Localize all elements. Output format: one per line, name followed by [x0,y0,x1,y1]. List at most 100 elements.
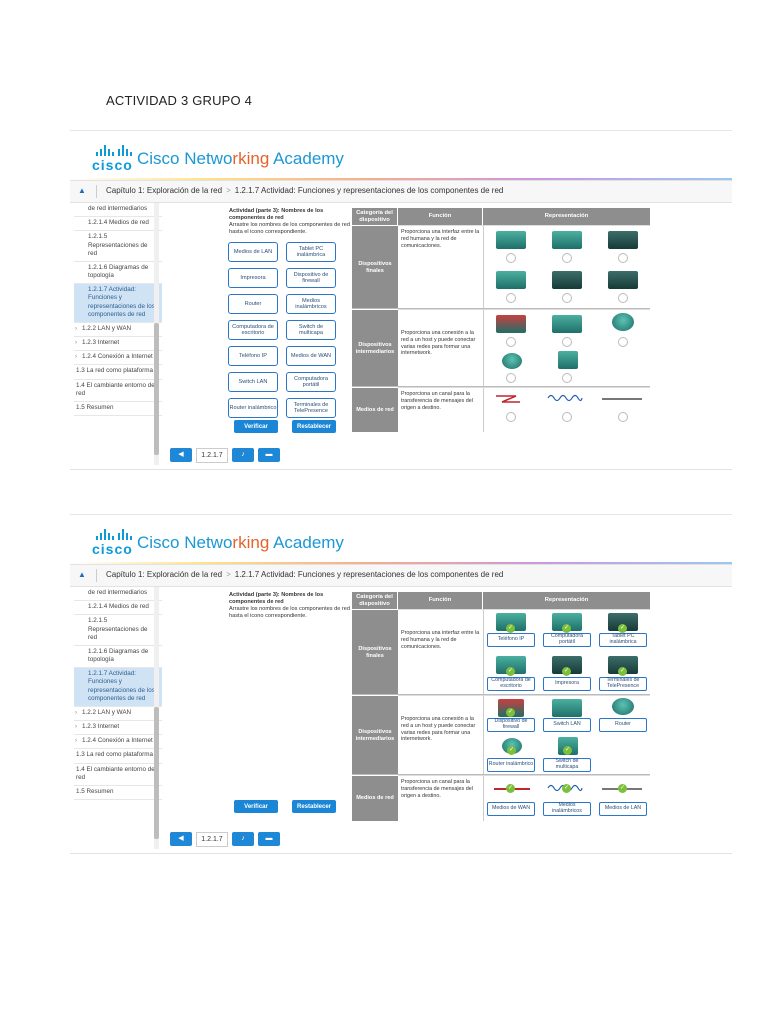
check-icon: ✓ [563,746,572,755]
draggable-label[interactable]: Router inalámbrico [228,398,278,418]
placed-label[interactable]: Computadora de escritorio [487,677,535,691]
placed-label[interactable]: Router inalámbrico [487,758,535,772]
divider [70,514,732,515]
header-function: Función [398,592,483,609]
sidebar-item-selected[interactable]: 1.2.1.7 Actividad: Funciones y represent… [74,284,162,323]
sidebar-scrollbar[interactable] [154,587,159,849]
sidebar-item[interactable]: 1.2.1.6 Diagramas de topología [74,646,162,669]
sidebar-item[interactable]: 1.2.1.4 Medios de red [74,601,162,616]
previous-page-button[interactable]: ◀ [170,832,192,846]
placed-label[interactable]: Teléfono IP [487,633,535,647]
sidebar-item[interactable]: de red intermediarios [74,203,162,218]
sidebar-item[interactable]: 1.2.1.4 Medios de red [74,217,162,232]
home-icon[interactable]: ▲ [78,186,86,195]
drop-target[interactable] [618,412,628,422]
telepresence-icon [608,271,638,289]
check-icon: ✓ [506,708,515,717]
sidebar-item[interactable]: 1.2.1.5 Representaciones de red [74,615,162,646]
placed-label[interactable]: Switch LAN [543,718,591,732]
drop-target[interactable] [506,337,516,347]
reset-button[interactable]: Restablecer [292,420,336,433]
sidebar-item[interactable]: 1.5 Resumen [74,402,162,417]
sidebar-item[interactable]: 1.3 La red como plataforma [74,749,162,764]
drop-target[interactable] [618,293,628,303]
sidebar-item[interactable]: 1.2.1.5 Representaciones de red [74,231,162,262]
sidebar-item[interactable]: ›1.2.4 Conexión a Internet [74,351,162,366]
sidebar-item-selected[interactable]: 1.2.1.7 Actividad: Funciones y represent… [74,668,162,707]
placed-label[interactable]: Tablet PC inalámbrica [599,633,647,647]
sidebar-item[interactable]: 1.4 El cambiante entorno de red [74,380,162,402]
placed-label[interactable]: Medios de WAN [487,802,535,816]
breadcrumb-chapter[interactable]: Capítulo 1: Exploración de la red [106,570,223,579]
placed-label[interactable]: Router [599,718,647,732]
breadcrumb-chapter[interactable]: Capítulo 1: Exploración de la red [106,186,223,195]
draggable-label[interactable]: Dispositivo de firewall [286,268,336,288]
sidebar-item[interactable]: ›1.2.2 LAN y WAN [74,707,162,722]
placed-label[interactable]: Medios de LAN [599,802,647,816]
sidebar-item[interactable]: de red intermediarios [74,587,162,602]
header-function: Función [398,208,483,225]
sidebar-item[interactable]: 1.3 La red como plataforma [74,365,162,380]
draggable-label[interactable]: Medios de LAN [228,242,278,262]
audio-button[interactable]: ♪ [232,448,254,462]
drop-target[interactable] [562,373,572,383]
draggable-label[interactable]: Router [228,294,278,314]
desktop-icon [496,271,526,289]
audio-button[interactable]: ♪ [232,832,254,846]
document-title: ACTIVIDAD 3 GRUPO 4 [106,93,253,108]
category-intermediary: Dispositivos intermediarios [352,309,398,387]
wan-media-icon [496,395,520,403]
drop-target[interactable] [618,253,628,263]
drop-target[interactable] [506,293,516,303]
drop-target[interactable] [506,373,516,383]
sidebar-item[interactable]: ›1.2.2 LAN y WAN [74,323,162,338]
media-button[interactable]: ▬ [258,448,280,462]
verify-button[interactable]: Verificar [234,800,278,813]
placed-label[interactable]: Switch de multicapa [543,758,591,772]
representation-media: ✓ ✓ ✓ Medios de WAN Medios inalámbricos … [483,775,650,821]
drop-target[interactable] [562,412,572,422]
draggable-label[interactable]: Tablet PC inalámbrica [286,242,336,262]
component-table: Categoría del dispositivo Función Repres… [352,592,650,821]
multilayer-switch-icon [558,351,578,369]
drop-target[interactable] [562,337,572,347]
previous-page-button[interactable]: ◀ [170,448,192,462]
home-icon[interactable]: ▲ [78,570,86,579]
verify-button[interactable]: Verificar [234,420,278,433]
chevron-right-icon: › [75,324,78,332]
draggable-label[interactable]: Terminales de TelePresence [286,398,336,418]
sidebar-item[interactable]: ›1.2.3 Internet [74,721,162,736]
router-icon [612,698,634,715]
drop-target[interactable] [618,337,628,347]
draggable-label[interactable]: Switch de multicapa [286,320,336,340]
sidebar-item[interactable]: 1.4 El cambiante entorno de red [74,764,162,786]
cisco-logo: cisco [92,528,152,557]
drop-target[interactable] [562,293,572,303]
drop-target[interactable] [562,253,572,263]
sidebar-scrollbar[interactable] [154,203,159,465]
draggable-label[interactable]: Computadora de escritorio [228,320,278,340]
drop-target[interactable] [506,253,516,263]
draggable-label[interactable]: Impresora [228,268,278,288]
sidebar-item[interactable]: ›1.2.4 Conexión a Internet [74,735,162,750]
placed-label[interactable]: Impresora [543,677,591,691]
placed-label[interactable]: Dispositivo de firewall [487,718,535,732]
placed-label[interactable]: Medios inalámbricos [543,802,591,816]
sidebar-item[interactable]: 1.5 Resumen [74,786,162,801]
draggable-label[interactable]: Computadora portátil [286,372,336,392]
drop-target[interactable] [506,412,516,422]
media-button[interactable]: ▬ [258,832,280,846]
placed-label[interactable]: Terminales de TelePresence [599,677,647,691]
draggable-label[interactable]: Medios de WAN [286,346,336,366]
reset-button[interactable]: Restablecer [292,800,336,813]
brand-stripe [70,562,732,564]
placed-label[interactable]: Computadora portátil [543,633,591,647]
router-icon [612,313,634,331]
sidebar-item[interactable]: 1.2.1.6 Diagramas de topología [74,262,162,285]
switch-icon [552,315,582,333]
draggable-label[interactable]: Switch LAN [228,372,278,392]
sidebar-item[interactable]: ›1.2.3 Internet [74,337,162,352]
check-icon: ✓ [506,784,515,793]
draggable-label[interactable]: Teléfono IP [228,346,278,366]
draggable-label[interactable]: Medios inalámbricos [286,294,336,314]
